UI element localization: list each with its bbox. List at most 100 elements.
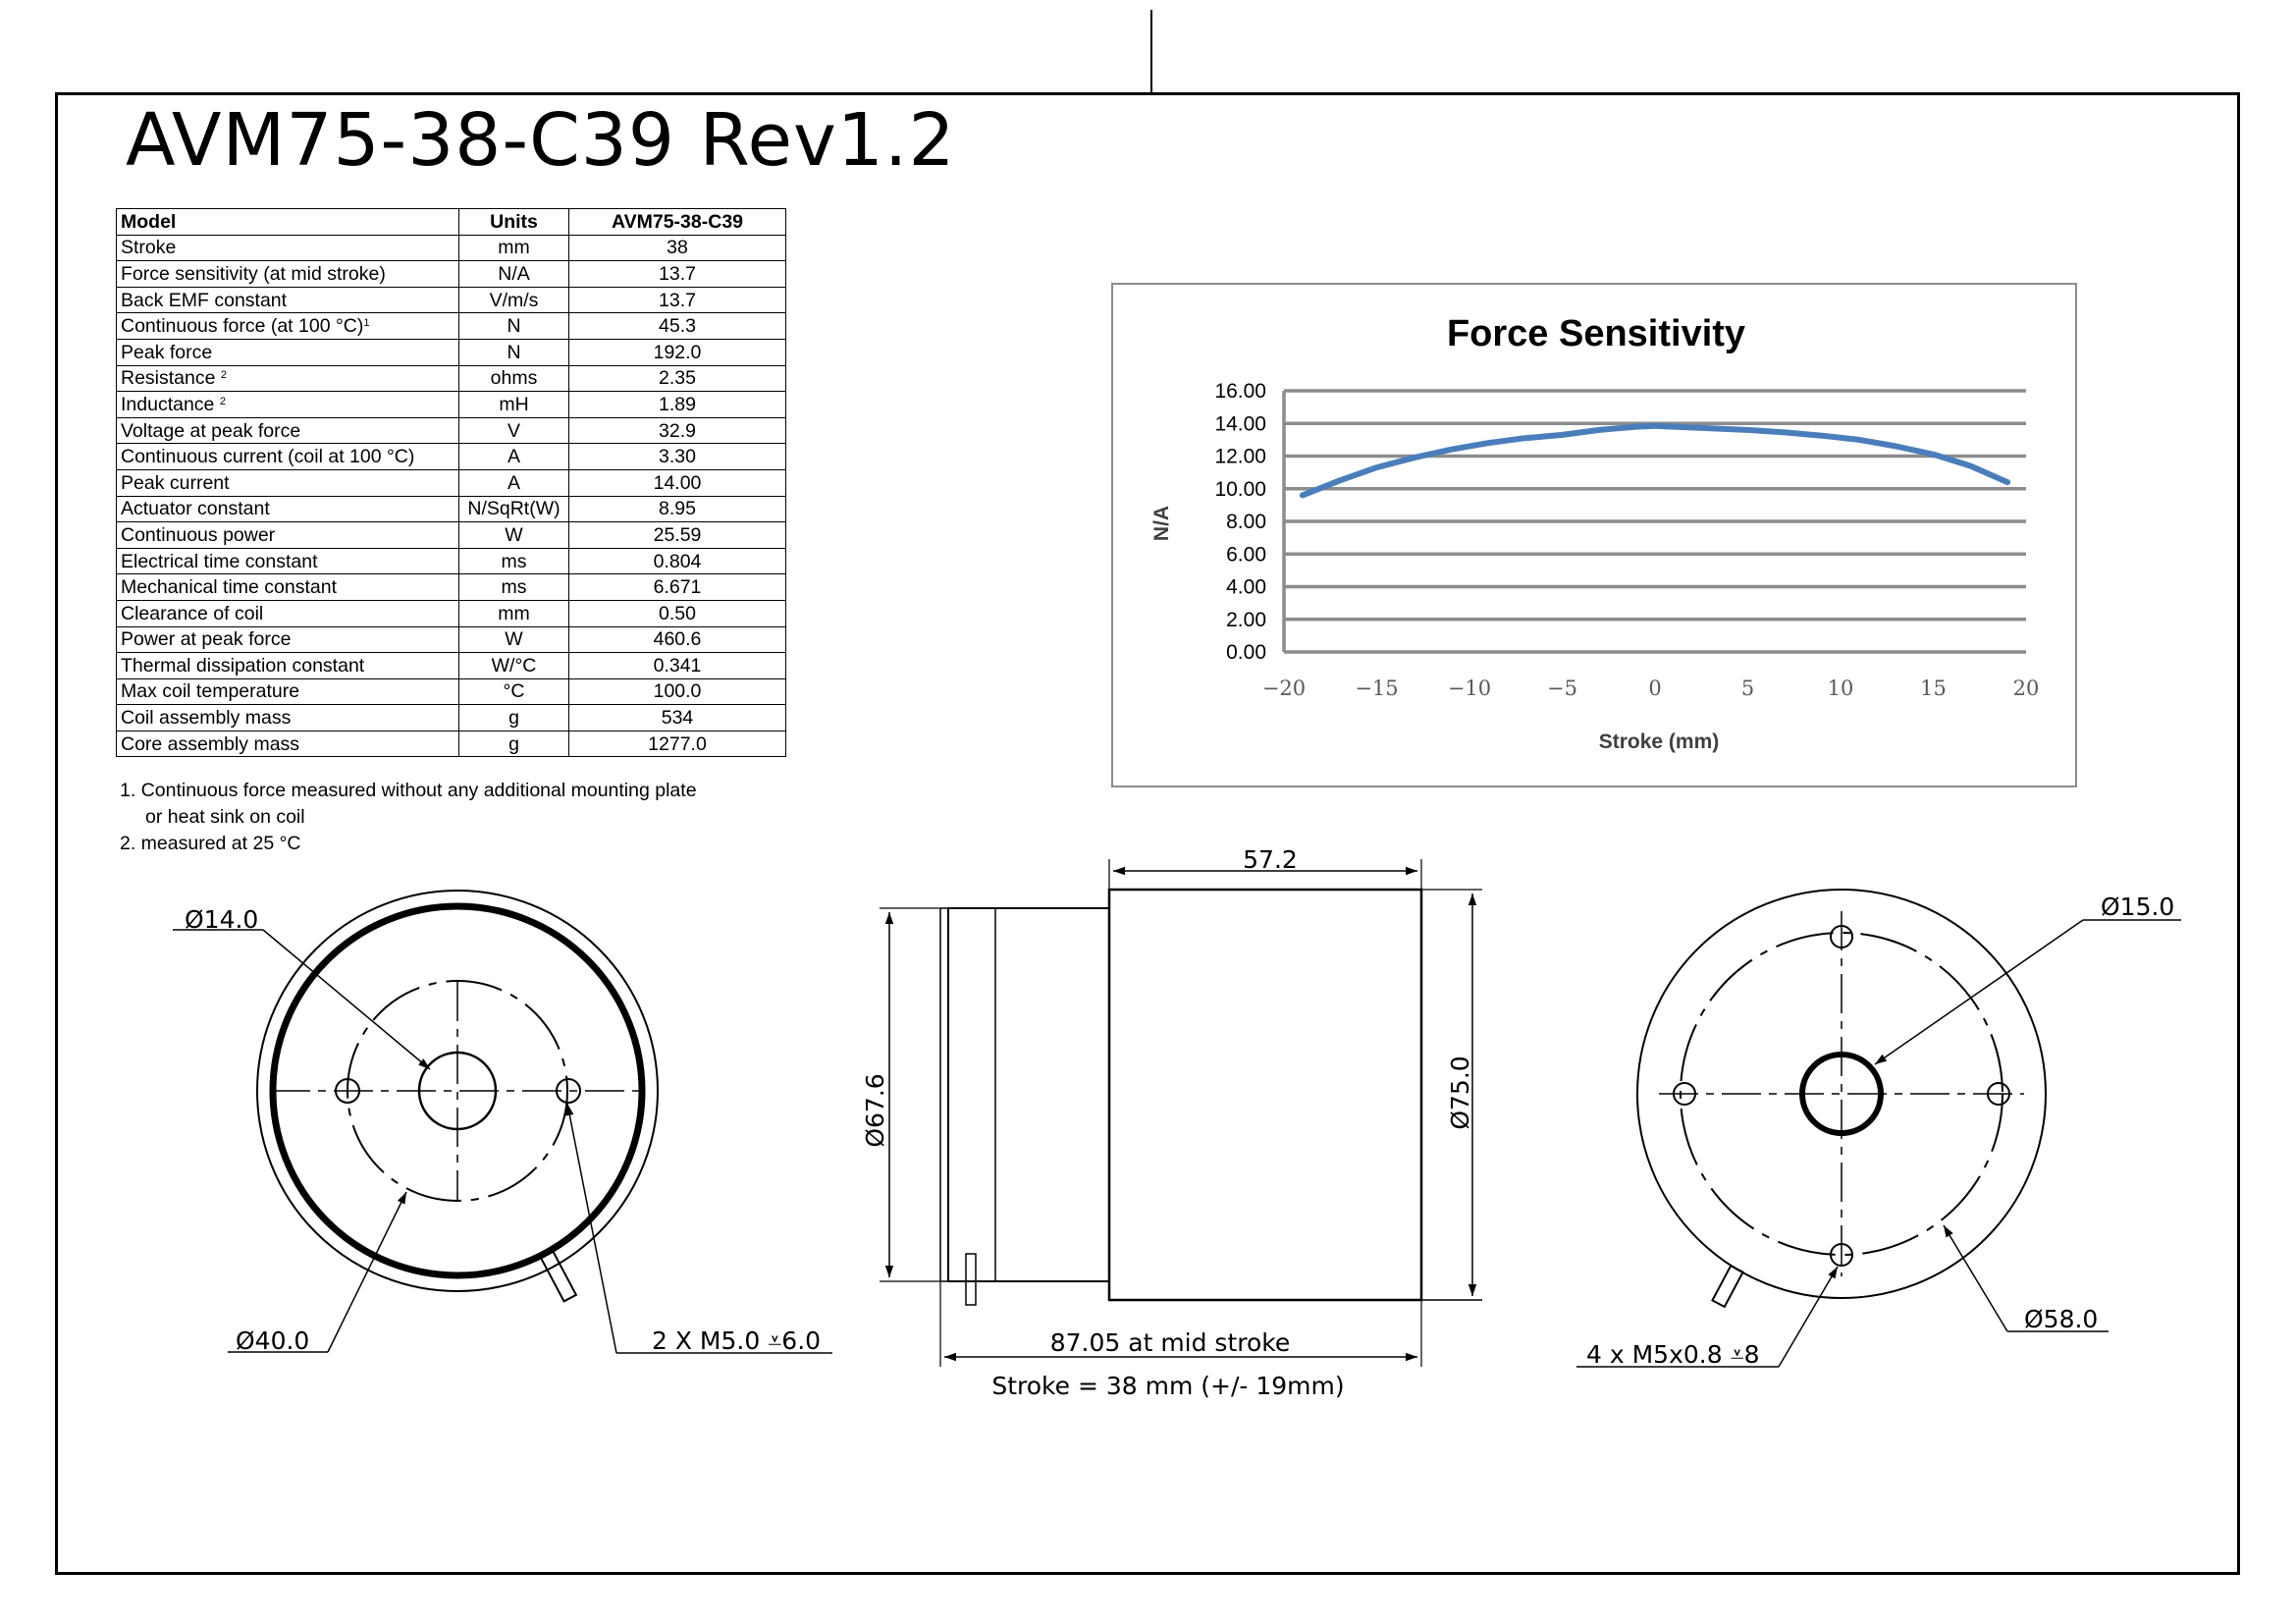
spec-unit: ms [458, 573, 569, 601]
spec-value: 192.0 [568, 338, 786, 366]
chart-series-line [1299, 422, 2011, 499]
spec-name: Back EMF constant [116, 286, 459, 314]
spec-value: 14.00 [568, 468, 786, 497]
spec-name-text: Actuator constant [121, 498, 270, 520]
spec-name: Resistance 2 [116, 364, 459, 393]
spec-name: Voltage at peak force [116, 416, 459, 445]
chart-x-tick-label: −20 [1262, 677, 1306, 700]
spec-name-text: Force sensitivity (at mid stroke) [121, 262, 386, 285]
spec-unit: A [458, 468, 569, 497]
spec-unit: mH [458, 391, 569, 418]
spec-name: Force sensitivity (at mid stroke) [116, 260, 459, 288]
spec-name: Peak current [116, 468, 459, 497]
chart-x-tick-label: −15 [1355, 677, 1398, 700]
spec-unit: g [458, 704, 569, 731]
spec-value: 100.0 [568, 677, 786, 706]
sheet-top-tick [1150, 10, 1152, 92]
spec-footnote-marker: 2 [220, 369, 228, 382]
spec-name-text: Continuous force (at 100 °C) [121, 315, 364, 338]
spec-unit: g [458, 730, 569, 758]
spec-unit: mm [458, 599, 569, 627]
spec-name-text: Inductance [121, 393, 220, 415]
spec-name-text: Coil assembly mass [121, 707, 292, 730]
spec-unit: N [458, 312, 569, 340]
spec-name-text: Voltage at peak force [121, 419, 301, 442]
drawing-frame [55, 92, 2240, 1575]
spec-value: 0.804 [568, 547, 786, 575]
spec-footnote-marker: 1 [363, 317, 370, 330]
spec-name-text: Continuous power [121, 523, 276, 546]
spec-name: Core assembly mass [116, 730, 459, 758]
spec-name: Electrical time constant [116, 547, 459, 575]
spec-unit: W/°C [458, 652, 569, 679]
chart-y-tick-label: 16.00 [1214, 380, 1266, 403]
header-model-number: AVM75-38-C39 [568, 208, 786, 236]
spec-unit: mm [458, 234, 569, 262]
spec-value: 2.35 [568, 364, 786, 393]
spec-value: 6.671 [568, 573, 786, 601]
spec-name: Continuous power [116, 521, 459, 549]
chart-y-tick-label: 4.00 [1226, 576, 1266, 599]
spec-name-text: Thermal dissipation constant [121, 654, 365, 677]
spec-name: Thermal dissipation constant [116, 652, 459, 679]
chart-y-tick-label: 12.00 [1214, 446, 1266, 468]
spec-unit: V [458, 416, 569, 445]
spec-name: Mechanical time constant [116, 573, 459, 601]
spec-value: 8.95 [568, 495, 786, 523]
spec-name-text: Stroke [121, 237, 177, 259]
spec-value: 534 [568, 704, 786, 731]
chart-canvas: Force Sensitivity N/A Stroke (mm) 0.002.… [1150, 313, 2039, 753]
spec-name: Clearance of coil [116, 599, 459, 627]
spec-value: 45.3 [568, 312, 786, 340]
spec-unit: N/A [458, 260, 569, 288]
chart-x-tick-label: 10 [1828, 677, 1854, 700]
spec-value: 38 [568, 234, 786, 262]
spec-unit: W [458, 625, 569, 654]
spec-unit: N [458, 338, 569, 366]
spec-value: 0.341 [568, 652, 786, 679]
spec-name-text: Back EMF constant [121, 289, 288, 311]
spec-name: Power at peak force [116, 625, 459, 654]
chart-y-tick-label: 10.00 [1214, 478, 1266, 501]
chart-x-tick-label: −5 [1547, 677, 1577, 700]
spec-name-text: Power at peak force [121, 628, 292, 651]
spec-value: 25.59 [568, 521, 786, 549]
chart-y-tick-label: 6.00 [1226, 543, 1266, 566]
spec-unit: A [458, 443, 569, 470]
chart-x-label: Stroke (mm) [1599, 731, 1720, 753]
note-1-line-2: or heat sink on coil [145, 806, 305, 828]
spec-name: Max coil temperature [116, 677, 459, 706]
spec-value: 460.6 [568, 625, 786, 654]
spec-unit: V/m/s [458, 286, 569, 314]
chart-title: Force Sensitivity [1447, 313, 1745, 354]
spec-name: Coil assembly mass [116, 704, 459, 731]
spec-name: Peak force [116, 338, 459, 366]
spec-value: 0.50 [568, 599, 786, 627]
drawing-title: AVM75-38-C39 Rev1.2 [126, 98, 956, 183]
spec-value: 1277.0 [568, 730, 786, 758]
spec-name: Continuous force (at 100 °C)1 [116, 312, 459, 340]
chart-y-tick-label: 2.00 [1226, 609, 1266, 631]
spec-value: 3.30 [568, 443, 786, 470]
spec-name-text: Resistance [121, 367, 221, 390]
chart-x-tick-label: 5 [1741, 677, 1754, 700]
spec-name: Stroke [116, 234, 459, 262]
spec-table-header: Model Units AVM75-38-C39 [116, 208, 786, 236]
spec-value: 13.7 [568, 286, 786, 314]
spec-name-text: Mechanical time constant [121, 576, 338, 599]
